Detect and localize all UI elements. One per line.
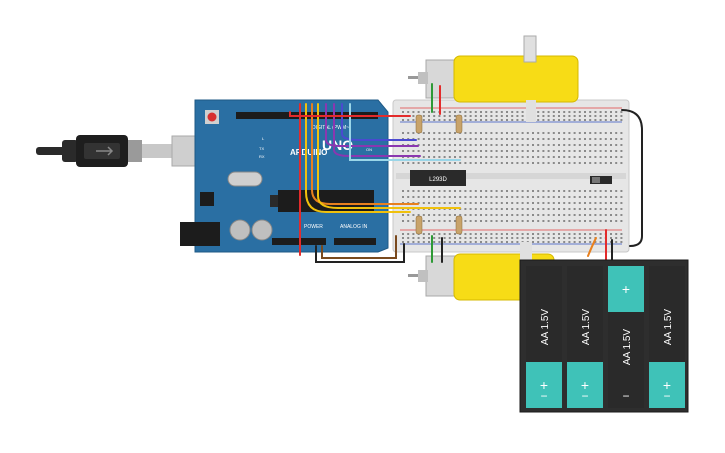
breadboard[interactable] xyxy=(392,99,630,253)
plus-symbol: + xyxy=(622,281,630,297)
header-digital-left xyxy=(236,112,332,119)
wires xyxy=(289,83,643,263)
battery-cell: + − AA 1.5V xyxy=(608,266,644,408)
capacitor xyxy=(251,219,273,241)
minus-symbol: − xyxy=(663,389,670,403)
crystal xyxy=(227,171,263,187)
dc-motor-icon[interactable] xyxy=(408,35,579,122)
battery-cell-label: AA 1.5V xyxy=(663,309,674,345)
atmega-chip xyxy=(278,190,374,212)
wire-black-right xyxy=(621,109,643,247)
battery-cell: +− AA 1.5V xyxy=(526,266,562,408)
dc-jack xyxy=(180,222,220,246)
minus-symbol: − xyxy=(581,389,588,403)
wire-black-gnd xyxy=(315,243,405,263)
chip-label: L293D xyxy=(429,177,447,183)
slide-switch-icon[interactable] xyxy=(590,176,612,184)
arduino-uno-board[interactable]: ARDUINO UNO DIGITAL (PWM~) ANALOG IN POW… xyxy=(180,99,389,253)
led-label-l: L xyxy=(262,136,265,141)
resistor-icon xyxy=(415,114,463,235)
power-label: POWER xyxy=(304,224,323,230)
wire-blue xyxy=(341,103,417,141)
battery-cell-label: AA 1.5V xyxy=(622,329,633,365)
wire-orange-battery xyxy=(587,237,597,257)
battery-cell: +− AA 1.5V xyxy=(649,266,685,408)
plus-symbol: + xyxy=(540,377,548,393)
usb-cable-icon xyxy=(36,135,207,167)
minus-symbol: − xyxy=(622,389,629,403)
battery-cell-label: AA 1.5V xyxy=(581,309,592,345)
battery-pack[interactable]: +−AA 1.5V+−AA 1.5V+−AA 1.5V+−AA 1.5V xyxy=(519,259,689,413)
minus-symbol: − xyxy=(540,389,547,403)
battery-cell: +− AA 1.5V xyxy=(567,266,603,408)
wire-brown xyxy=(321,235,397,259)
led-label-tx: TX xyxy=(259,146,264,151)
wire-yellow-2 xyxy=(317,103,461,209)
led-label-rx: RX xyxy=(259,154,265,159)
wire-yellow xyxy=(305,103,411,213)
digital-label: DIGITAL (PWM~) xyxy=(312,125,351,131)
capacitor xyxy=(229,219,251,241)
on-label: ON xyxy=(366,147,372,152)
arduino-logo: ARDUINO xyxy=(290,148,327,157)
l293d-driver-chip: L293D xyxy=(410,170,466,186)
plus-symbol: + xyxy=(663,377,671,393)
header-analog xyxy=(334,238,376,245)
wire-purple xyxy=(325,103,419,147)
wire-red-top xyxy=(289,111,411,117)
wire-orange xyxy=(311,103,419,205)
wire-cyan xyxy=(349,103,461,161)
analog-label: ANALOG IN xyxy=(340,224,368,230)
plus-symbol: + xyxy=(581,377,589,393)
battery-cell-label: AA 1.5V xyxy=(540,309,551,345)
